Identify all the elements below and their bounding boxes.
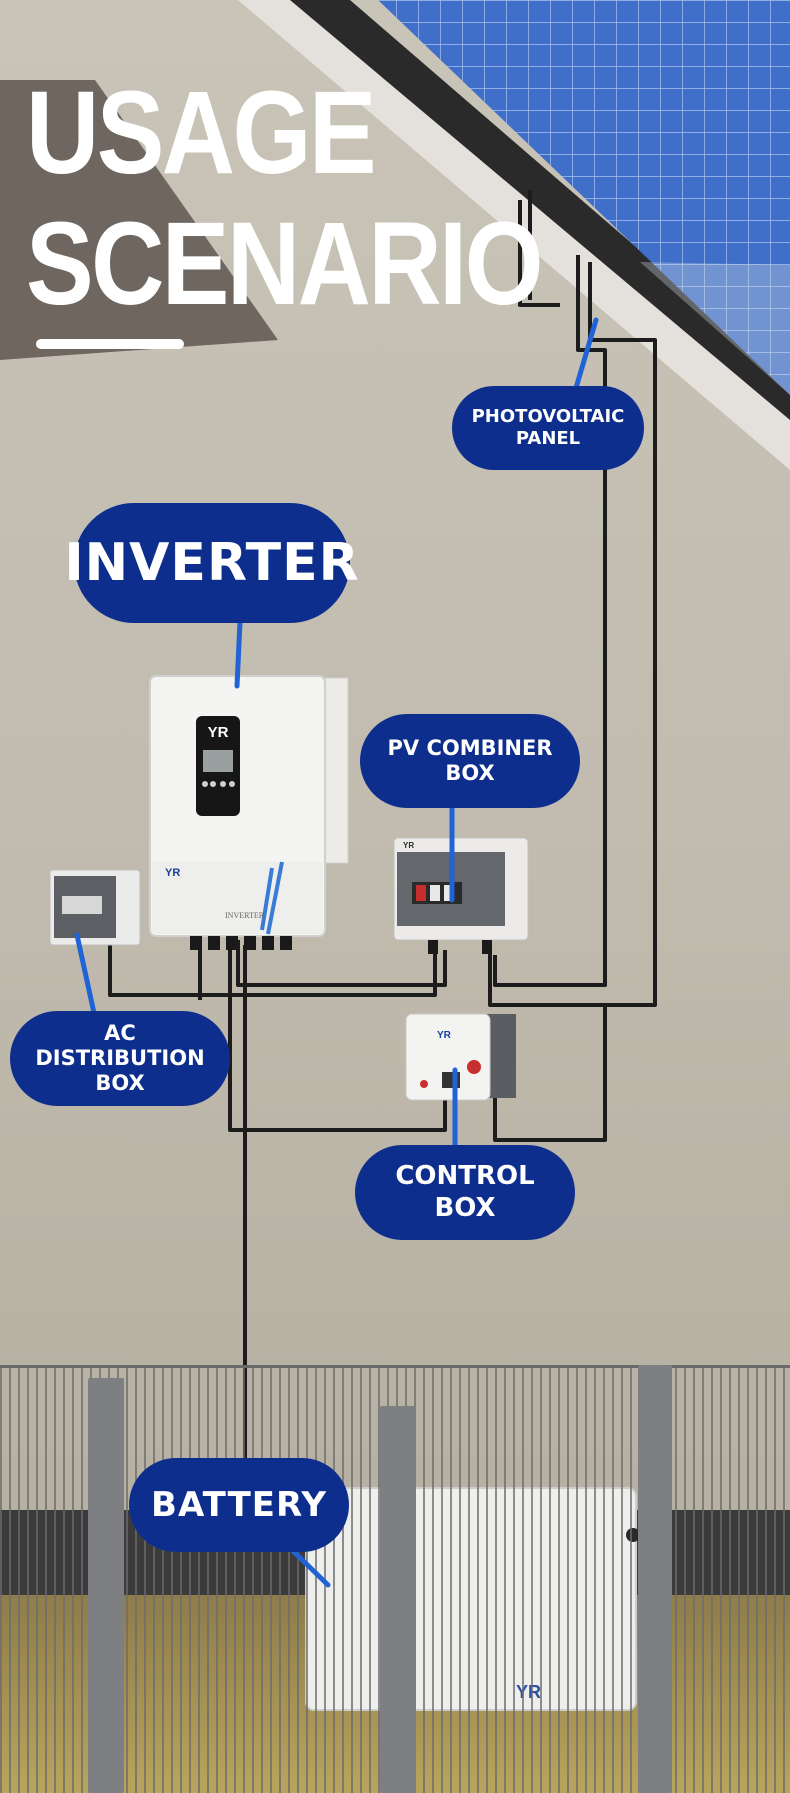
inverter-name-text: INVERTER (225, 911, 265, 920)
fence (0, 1365, 790, 1793)
roof-fascia (238, 0, 790, 470)
roof-gutter (290, 0, 790, 420)
combiner-logo-text: YR (403, 841, 414, 850)
inverter-logo-text: YR (208, 724, 229, 741)
label-control-box-text: CONTROL BOX (395, 1161, 535, 1223)
leader-lines (74, 317, 599, 1588)
page-title-line-2: SCENARIO (26, 198, 544, 330)
label-photovoltaic-panel: PHOTOVOLTAIC PANEL (452, 386, 644, 470)
page-title-line-1: USAGE (26, 67, 377, 199)
label-battery: BATTERY (129, 1458, 349, 1552)
title-underline (36, 339, 184, 349)
solar-panel-array (378, 0, 790, 395)
dc-cables (108, 190, 657, 1460)
label-ac-distribution-box: AC DISTRIBUTION BOX (10, 1011, 230, 1106)
label-inverter-text: INVERTER (64, 532, 360, 593)
ac-distribution-box-device (49, 869, 141, 946)
label-ac-distribution-box-text: AC DISTRIBUTION BOX (35, 1020, 205, 1096)
label-photovoltaic-panel-text: PHOTOVOLTAIC PANEL (471, 406, 625, 449)
pv-combiner-box-device (393, 837, 529, 954)
control-logo-text: YR (437, 1030, 452, 1041)
label-pv-combiner-box: PV COMBINER BOX (360, 714, 580, 808)
inverter-brand-text: YR (165, 867, 180, 879)
label-inverter: INVERTER (64, 503, 359, 623)
inverter-device (149, 675, 349, 950)
label-battery-text: BATTERY (151, 1484, 327, 1525)
roof-overhang-left (0, 80, 278, 360)
control-box-device (405, 1013, 516, 1101)
label-control-box: CONTROL BOX (355, 1145, 575, 1240)
label-pv-combiner-box-text: PV COMBINER BOX (387, 735, 553, 785)
